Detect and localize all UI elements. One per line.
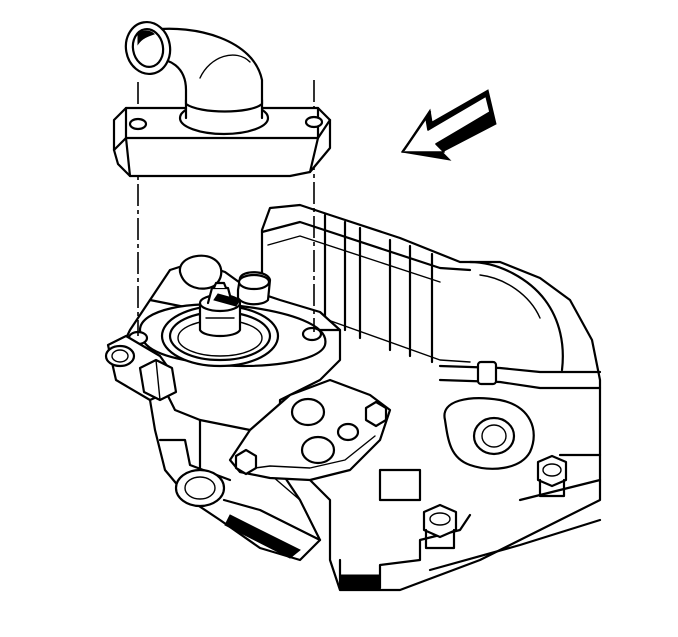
bracket-plate: [228, 378, 392, 482]
block-bolt-center: [422, 503, 458, 550]
water-outlet: [112, 21, 332, 178]
temperature-sensor-fitting: [104, 334, 178, 402]
arrow-icon: [401, 89, 497, 161]
intake-manifold: [260, 203, 602, 592]
block-bolt-right: [536, 454, 568, 498]
thermostat: [198, 281, 242, 338]
